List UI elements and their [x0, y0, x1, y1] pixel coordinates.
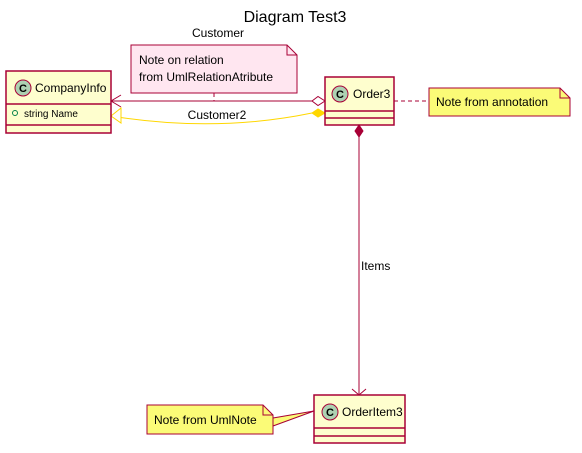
umlnote-note: Note from UmlNote [146, 404, 274, 435]
class-name-order3: Order3 [353, 87, 391, 101]
annotation-note-text: Note from annotation [436, 95, 548, 109]
class-orderitem3[interactable]: C OrderItem3 [313, 394, 406, 444]
diagram-title: Diagram Test3 [244, 9, 347, 26]
annotation-note: Note from annotation [428, 87, 571, 117]
class-stereotype-letter: C [336, 89, 344, 101]
public-visibility-icon [12, 110, 18, 116]
class-stereotype-letter: C [19, 83, 27, 95]
relation-note-line1: Note on relation [139, 53, 224, 67]
class-stereotype-letter: C [326, 407, 334, 419]
relation-label-items: Items [361, 259, 390, 273]
class-c-icon [321, 403, 339, 421]
customer-association [110, 94, 326, 108]
relation-note-line2: from UmlRelationAtribute [139, 70, 273, 84]
attribute-string-name: string Name [24, 109, 78, 120]
class-c-icon [331, 85, 349, 103]
relation-label-customer2: Customer2 [188, 108, 247, 122]
relation-label-customer: Customer [192, 26, 244, 40]
items-composition [351, 124, 367, 396]
class-c-icon [14, 79, 32, 97]
class-name-orderitem3: OrderItem3 [342, 405, 403, 419]
umlnote-note-pointer [272, 410, 315, 427]
umlnote-note-text: Note from UmlNote [154, 413, 257, 427]
relation-note: Note on relation from UmlRelationAtribut… [130, 44, 298, 94]
class-order3[interactable]: C Order3 [324, 76, 395, 126]
class-companyinfo[interactable]: C CompanyInfo string Name [5, 70, 112, 134]
class-name-companyinfo: CompanyInfo [35, 81, 107, 95]
